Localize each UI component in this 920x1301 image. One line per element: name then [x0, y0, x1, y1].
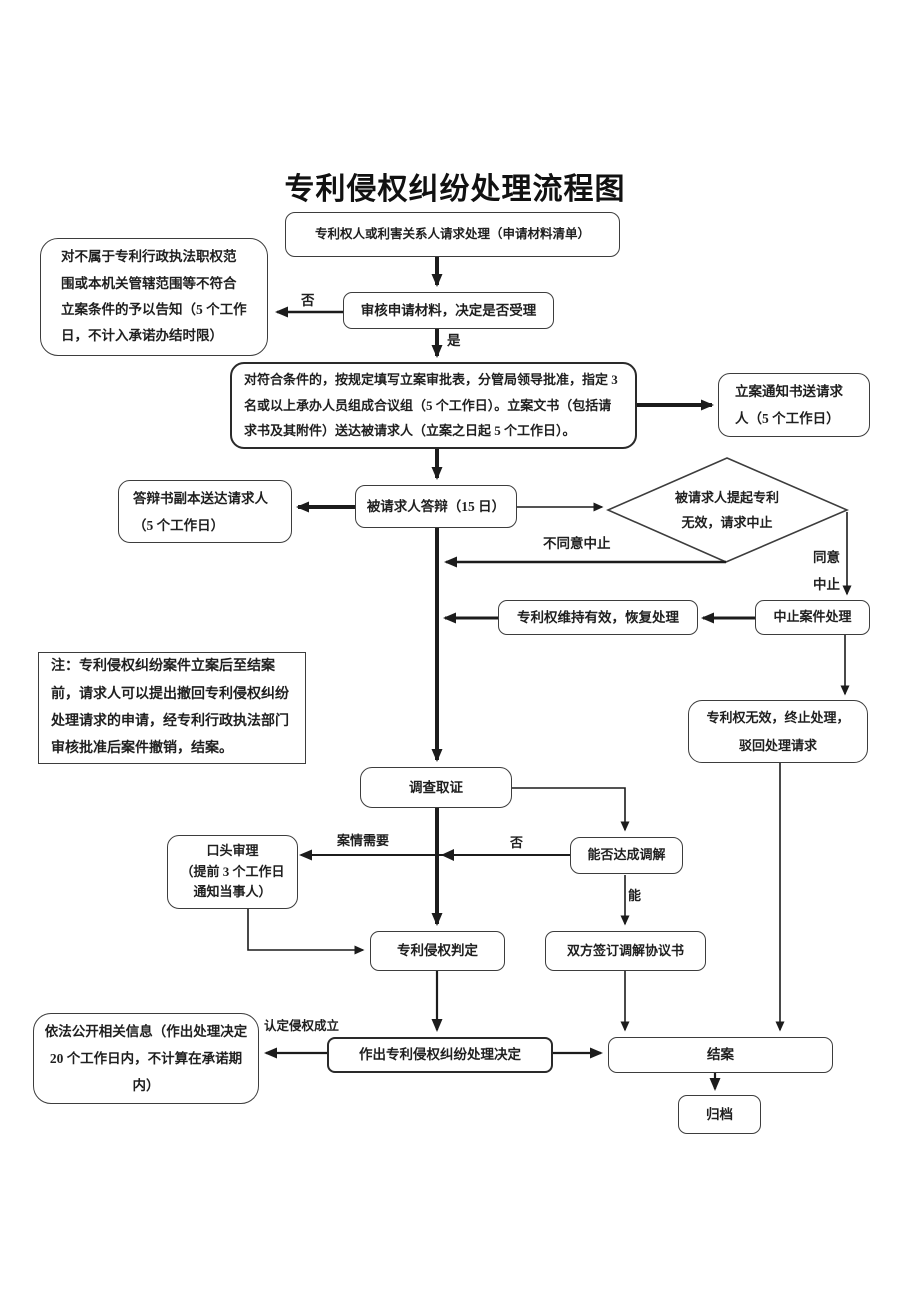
node-request: 专利权人或利害关系人请求处理（申请材料清单）: [285, 212, 620, 257]
node-suspend-case: 中止案件处理: [755, 600, 870, 635]
node-close-case: 结案: [608, 1037, 833, 1073]
edge-label-mediation-no: 否: [510, 835, 524, 850]
edge-label-agree-suspend: 同意中止: [813, 550, 840, 592]
node-mediation-check: 能否达成调解: [570, 837, 683, 874]
node-review: 审核申请材料，决定是否受理: [343, 292, 554, 329]
node-reject-notice: 对不属于专利行政执法职权范围或本机关管辖范围等不符合立案条件的予以告知（5 个工…: [40, 238, 268, 356]
node-resume-processing: 专利权维持有效，恢复处理: [498, 600, 698, 635]
node-oral-hearing: 口头审理 （提前 3 个工作日通知当事人）: [167, 835, 298, 909]
node-publish-info: 依法公开相关信息（作出处理决定 20 个工作日内，不计算在承诺期内）: [33, 1013, 259, 1104]
node-file-case: 对符合条件的，按规定填写立案审批表，分管局领导批准，指定 3 名或以上承办人员组…: [230, 362, 637, 449]
line-investigate-to-mediation: [512, 787, 630, 832]
edge-label-mediation-yes: 能: [628, 888, 642, 903]
line-oral-hearing-to-judgment: [247, 909, 365, 955]
edge-label-case-needs: 案情需要: [337, 833, 390, 848]
edge-label-infringement-established: 认定侵权成立: [264, 1019, 340, 1033]
node-infringement-judgment: 专利侵权判定: [370, 931, 505, 971]
node-sign-agreement: 双方签订调解协议书: [545, 931, 706, 971]
node-respondent-reply: 被请求人答辩（15 日）: [355, 485, 517, 528]
node-reply-copy: 答辩书副本送达请求人（5 个工作日）: [118, 480, 292, 543]
edge-label-disagree-suspend: 不同意中止: [543, 536, 611, 551]
node-decision: 作出专利侵权纠纷处理决定: [327, 1037, 553, 1073]
node-archive: 归档: [678, 1095, 761, 1134]
edge-label-review-no: 否: [301, 293, 315, 308]
arrowhead-mediation-no-to-spine: [441, 849, 454, 861]
edge-label-review-yes: 是: [447, 333, 461, 348]
page-title: 专利侵权纠纷处理流程图: [284, 173, 626, 206]
note-box: 注：专利侵权纠纷案件立案后至结案前，请求人可以提出撤回专利侵权纠纷处理请求的申请…: [38, 652, 306, 764]
node-invalidation-check: 被请求人提起专利无效，请求中止: [674, 490, 779, 530]
node-investigate: 调查取证: [360, 767, 512, 808]
node-terminate: 专利权无效，终止处理，驳回处理请求: [688, 700, 868, 763]
node-filing-notice: 立案通知书送请求人（5 个工作日）: [718, 373, 870, 437]
